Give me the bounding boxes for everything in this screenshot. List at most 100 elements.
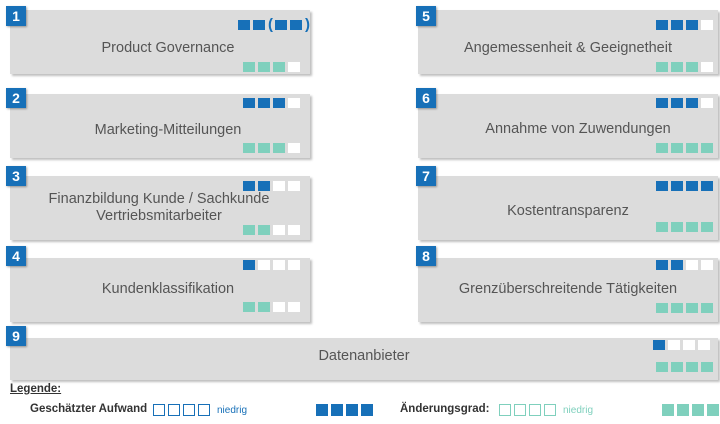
topic-number-9: 9 (6, 326, 26, 346)
topic-number-1: 1 (6, 6, 26, 26)
change-square-filled (701, 143, 713, 153)
topic-number-5: 5 (416, 6, 436, 26)
change-indicator-4 (243, 302, 303, 312)
legend-square (499, 404, 511, 416)
legend-square (183, 404, 195, 416)
effort-square-filled (243, 98, 255, 108)
legend-square (529, 404, 541, 416)
change-square-filled (258, 143, 270, 153)
topic-title-7: Kostentransparenz (507, 202, 629, 219)
change-square-empty (288, 302, 300, 312)
legend-square (692, 404, 704, 416)
change-square-filled (243, 143, 255, 153)
topic-title-6: Annahme von Zuwendungen (485, 120, 671, 137)
effort-square-empty (683, 340, 695, 350)
topic-number-2: 2 (6, 88, 26, 108)
legend-square (198, 404, 210, 416)
effort-square-empty (701, 260, 713, 270)
effort-square-filled (671, 20, 683, 30)
effort-square-filled (686, 20, 698, 30)
effort-square-empty (288, 98, 300, 108)
effort-square-filled (671, 181, 683, 191)
effort-indicator-5 (656, 20, 716, 30)
effort-square-empty (701, 20, 713, 30)
legend-square (346, 404, 358, 416)
change-square-empty (701, 62, 713, 72)
change-square-filled (258, 62, 270, 72)
change-square-filled (656, 362, 668, 372)
effort-square-filled (238, 20, 250, 30)
legend-change-label: Änderungsgrad: (400, 403, 490, 415)
change-square-filled (671, 222, 683, 232)
effort-square-filled (656, 260, 668, 270)
change-indicator-8 (656, 303, 716, 313)
effort-square-filled (253, 20, 265, 30)
topic-title-4: Kundenklassifikation (101, 280, 235, 297)
change-square-filled (656, 62, 668, 72)
legend-square (361, 404, 373, 416)
effort-indicator-6 (656, 98, 716, 108)
legend-square (153, 404, 165, 416)
change-square-empty (288, 62, 300, 72)
change-indicator-3 (243, 225, 303, 235)
topic-title-9: Datenanbieter (318, 347, 410, 364)
effort-indicator-1: () (238, 16, 312, 33)
legend-square (316, 404, 328, 416)
topic-card-9 (10, 338, 718, 380)
legend-change-low (499, 404, 559, 416)
change-square-filled (686, 143, 698, 153)
effort-indicator-9 (653, 340, 713, 350)
change-square-empty (273, 225, 285, 235)
topic-number-7: 7 (416, 166, 436, 186)
change-square-filled (656, 303, 668, 313)
change-indicator-5 (656, 62, 716, 72)
effort-indicator-8 (656, 260, 716, 270)
legend-effort-high (316, 404, 376, 416)
effort-square-filled (656, 20, 668, 30)
change-square-filled (671, 62, 683, 72)
topic-card-7 (418, 176, 718, 240)
change-square-empty (288, 225, 300, 235)
legend-effort-low (153, 404, 213, 416)
topic-title-5: Angemessenheit & Geeignetheit (464, 39, 672, 56)
legend-effort-low-label: niedrig (217, 405, 248, 416)
change-square-filled (686, 222, 698, 232)
topic-title-2: Marketing-Mitteilungen (94, 121, 242, 138)
change-square-filled (656, 222, 668, 232)
legend-square (168, 404, 180, 416)
change-square-empty (273, 302, 285, 312)
effort-square-filled (671, 98, 683, 108)
effort-square-filled (686, 181, 698, 191)
legend-change-high (662, 404, 720, 416)
legend-change-low-label: niedrig (563, 405, 594, 416)
change-indicator-1 (243, 62, 303, 72)
topic-number-3: 3 (6, 166, 26, 186)
change-square-filled (671, 143, 683, 153)
topic-card-6 (418, 94, 718, 158)
paren-open: ( (268, 16, 273, 33)
change-square-filled (686, 62, 698, 72)
change-square-filled (671, 303, 683, 313)
effort-indicator-7 (656, 181, 716, 191)
topic-title-8: Grenzüberschreitende Tätigkeiten (458, 280, 678, 297)
change-square-filled (671, 362, 683, 372)
effort-square-filled (273, 98, 285, 108)
effort-square-filled (671, 260, 683, 270)
change-square-filled (686, 303, 698, 313)
topic-title-3: Finanzbildung Kunde / Sachkunde Vertrieb… (48, 191, 270, 224)
change-square-filled (656, 143, 668, 153)
effort-square-empty (273, 260, 285, 270)
effort-square-filled (290, 20, 302, 30)
legend-square (677, 404, 689, 416)
change-square-filled (243, 302, 255, 312)
effort-square-filled (258, 181, 270, 191)
legend-effort-label: Geschätzter Aufwand (30, 403, 148, 415)
effort-square-filled (701, 181, 713, 191)
change-square-filled (243, 62, 255, 72)
topic-number-6: 6 (416, 88, 436, 108)
effort-square-filled (258, 98, 270, 108)
change-square-filled (273, 143, 285, 153)
change-indicator-2 (243, 143, 303, 153)
effort-square-filled (656, 98, 668, 108)
effort-indicator-2 (243, 98, 303, 108)
